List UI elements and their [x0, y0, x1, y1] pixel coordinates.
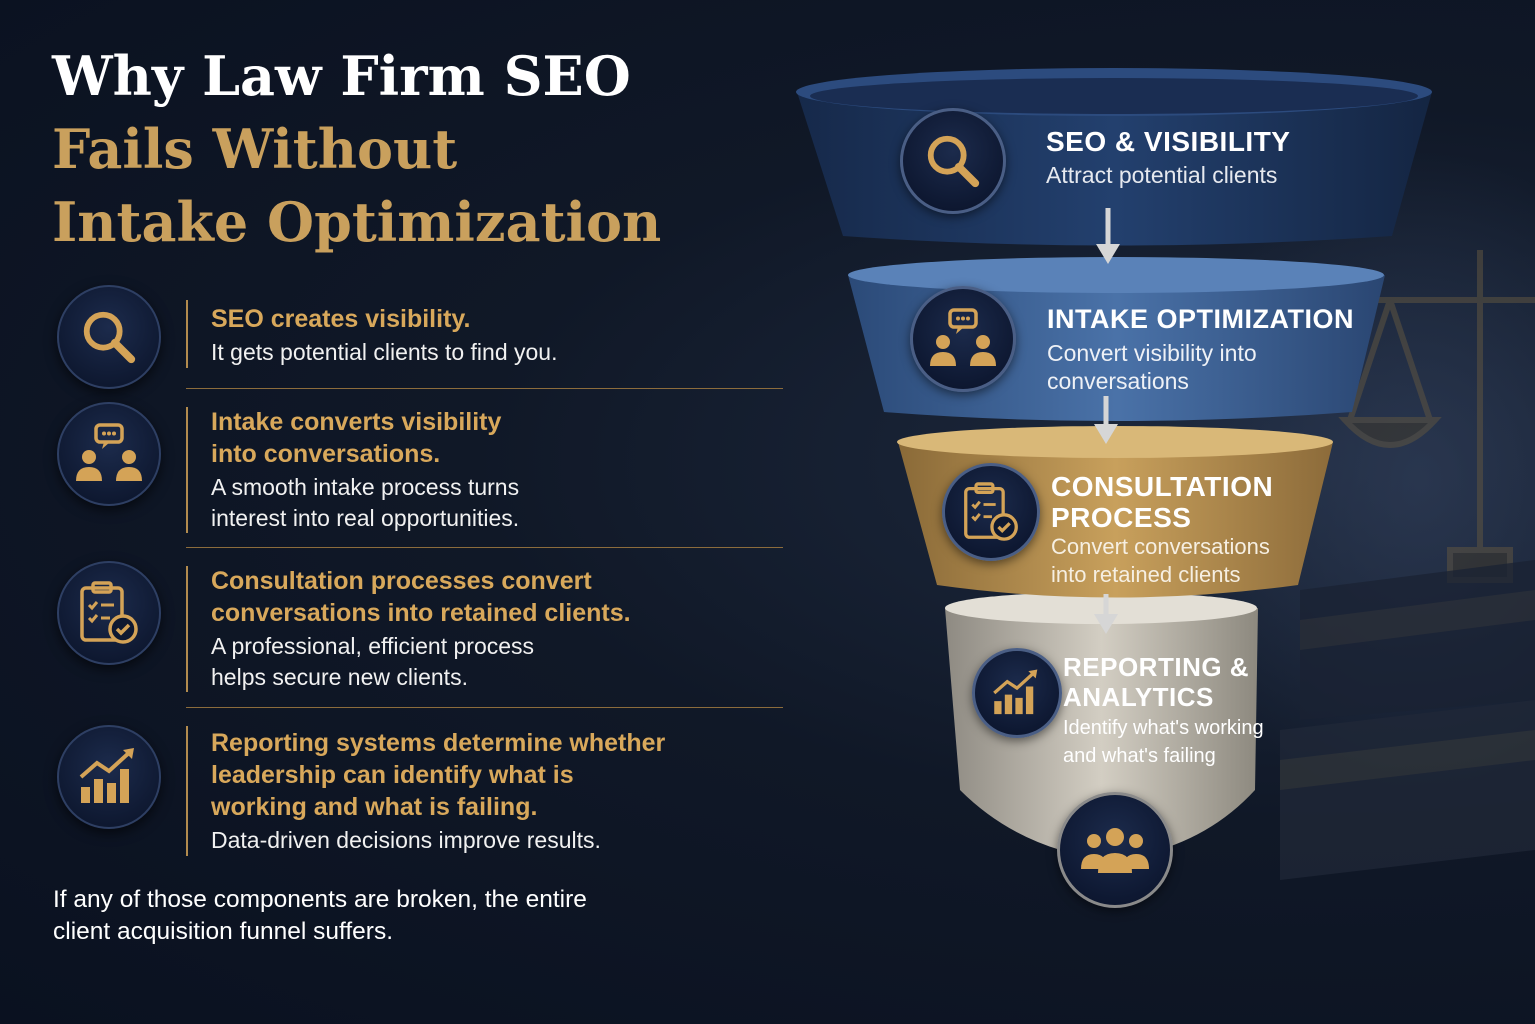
footer-note: If any of those components are broken, t…: [53, 886, 587, 945]
stage-title: REPORTING &ANALYTICS: [1063, 652, 1250, 712]
title-line-1: Why Law Firm SEO: [52, 44, 631, 108]
funnel-stage-seo: SEO & VISIBILITY Attract potential clien…: [1046, 126, 1290, 189]
title-line-2: Fails Without: [52, 117, 458, 181]
clients-group-icon: [1057, 792, 1173, 908]
divider: [186, 388, 783, 389]
page-title: Why Law Firm SEO Fails Without Intake Op…: [52, 40, 661, 259]
divider: [186, 707, 783, 708]
growth-chart-icon: [972, 648, 1062, 738]
search-icon: [57, 285, 161, 389]
people-chat-icon: [57, 402, 161, 506]
clipboard-check-icon: [57, 561, 161, 665]
down-arrow-icon: [1094, 208, 1120, 634]
search-icon: [900, 108, 1006, 214]
item-description: It gets potential clients to find you.: [211, 339, 558, 365]
funnel-stage-reporting: REPORTING &ANALYTICS Identify what's wor…: [1063, 652, 1264, 770]
growth-chart-icon: [57, 725, 161, 829]
stage-subtitle: Attract potential clients: [1046, 162, 1278, 188]
divider: [186, 547, 783, 548]
books-graphic: [1280, 560, 1535, 880]
clipboard-check-icon: [942, 463, 1040, 561]
stage-title: SEO & VISIBILITY: [1046, 126, 1291, 157]
item-heading: SEO creates visibility.: [211, 305, 471, 333]
funnel-stage-intake: INTAKE OPTIMIZATION Convert visibility i…: [1047, 304, 1354, 395]
people-chat-icon: [910, 286, 1016, 392]
item-description: Data-driven decisions improve results.: [211, 827, 601, 853]
title-line-3: Intake Optimization: [52, 190, 662, 254]
stage-title: INTAKE OPTIMIZATION: [1047, 304, 1354, 334]
